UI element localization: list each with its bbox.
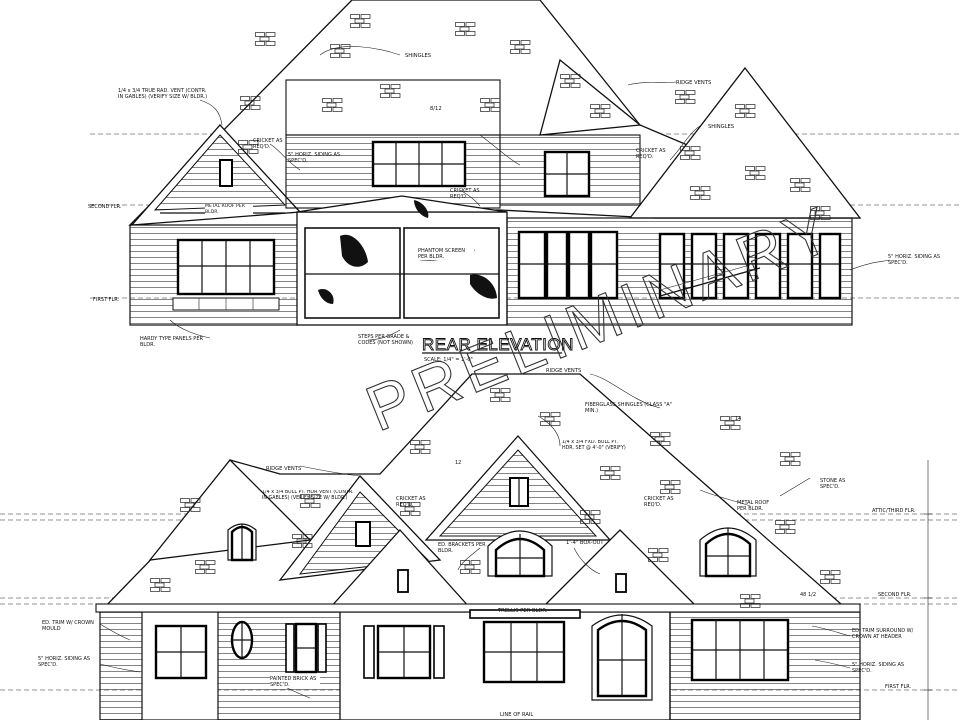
rear-note-gable-vent: 1/4 x 3/4 TRUE RAD. VENT (CONTR. IN GABL…: [118, 88, 208, 100]
front-note-fiberglass: FIBERGLASS SHINGLES (CLASS "A" MIN.): [585, 402, 672, 414]
front-dormer-right: [699, 527, 757, 578]
front-lantern: [397, 569, 409, 593]
rear-note-siding-left: 5" HORIZ. SIDING AS SPEC'D.: [288, 152, 341, 164]
front-note-cricket-right: CRICKET AS REQ'D.: [644, 496, 674, 508]
front-note-gable-vent-left: 1/4 x 3/4 BULL PT. HDR VENT (CONTR. IN G…: [262, 490, 354, 501]
front-note-trim-left-box: ED. TRIM W/ CROWN MOULD: [42, 620, 94, 632]
front-note-fiberglass-box: FIBERGLASS SHINGLES (CLASS "A" MIN.): [585, 402, 672, 414]
rear-right-window-bank: [517, 230, 842, 300]
front-note-siding-right-box: 5" HORIZ. SIDING AS SPEC'D.: [852, 662, 905, 674]
front-door-lantern: [615, 573, 627, 593]
rear-note-cricket-center: CRICKET AS REQ'D.: [450, 188, 480, 200]
front-elevation: ATTIC/THIRD FLR. SECOND FLR. FIRST FLR. …: [0, 368, 960, 720]
front-note-siding-left-box: 5" HORIZ. SIDING AS SPEC'D.: [38, 656, 91, 668]
front-slope-b: 14: [735, 416, 741, 422]
front-note-gable-vent-left-box: 1/4 x 3/4 BULL PT. HDR VENT (CONTR. IN G…: [262, 490, 354, 501]
rear-note-siding-right: 5" HORIZ. SIDING AS SPEC'D.: [888, 254, 941, 266]
front-note-stone-box: STONE AS SPEC'D.: [820, 478, 846, 490]
front-right-window: [690, 618, 790, 682]
front-note-painted-brick-box: PAINTED BRICK AS SPEC'D.: [270, 676, 320, 688]
rear-second-floor-label: SECOND FLR.: [88, 204, 122, 210]
rear-note-siding-right-box: 5" HORIZ. SIDING AS SPEC'D.: [888, 254, 941, 266]
rear-dormer-window: [543, 150, 591, 198]
front-note-gable-vent-center: 1/4 x 3/4 FXD. BULL PT. HDR. SET @ 4'-0"…: [562, 440, 626, 451]
front-note-cricket-left: CRICKET AS REQ'D.: [396, 496, 426, 508]
rear-first-floor-label: FIRST FLR.: [93, 297, 120, 303]
front-note-ridge-vents-top: RIDGE VENTS: [546, 368, 581, 374]
rear-note-shingles: SHINGLES: [405, 53, 431, 59]
rear-elevation-title: REAR ELEVATION: [422, 335, 574, 354]
front-second-floor-label: SECOND FLR.: [878, 592, 912, 598]
front-note-trim-left: ED. TRIM W/ CROWN MOULD: [42, 620, 94, 632]
rear-screen-shadow: [340, 234, 368, 267]
rear-note-panels: HARDY TYPE PANELS PER BLDR.: [140, 336, 203, 348]
rear-left-window-bank: [172, 238, 280, 311]
front-note-trim-right-box: ED. TRIM SURROUND W/ CROWN AT HEADER: [852, 628, 914, 640]
front-note-cricket-right-box: CRICKET AS REQ'D.: [644, 496, 674, 508]
rear-note-steps: STEPS PER GRADE & CODES (NOT SHOWN): [358, 334, 413, 346]
front-note-painted-brick: PAINTED BRICK AS SPEC'D.: [270, 676, 320, 688]
rear-note-shingles-right: SHINGLES: [708, 124, 734, 130]
rear-gable-window: [219, 159, 233, 187]
front-note-gable-vent-center-box: 1/4 x 3/4 FXD. BULL PT. HDR. SET @ 4'-0"…: [562, 440, 626, 451]
rear-screen-shadow: [318, 288, 334, 304]
rear-screen-shadow: [414, 200, 429, 218]
front-note-trellis: TRELLIS PER BLDR.: [497, 608, 548, 614]
rear-screen-panel-right: [403, 227, 500, 319]
front-note-metal-roof: METAL ROOF PER BLDR.: [737, 500, 770, 512]
front-note-cricket-left-box: CRICKET AS REQ'D.: [396, 496, 426, 508]
rear-elevation: SECOND FLR. FIRST FLR. SHINGLES RIDGE VE…: [88, 0, 960, 363]
front-oval-window: [230, 620, 254, 660]
rear-note-slope: 8/12: [430, 106, 442, 112]
front-dormer-center: [487, 530, 553, 578]
front-note-line-of-rail: LINE OF RAIL: [500, 712, 533, 718]
rear-stair-rail: [659, 267, 761, 297]
front-left-porch-window: [154, 624, 208, 680]
front-shuttered-window-center: [363, 624, 445, 680]
front-note-trim-right: ED. TRIM SURROUND W/ CROWN AT HEADER: [852, 628, 914, 640]
front-note-siding-right: 5" HORIZ. SIDING AS SPEC'D.: [852, 662, 905, 674]
front-note-siding-left: 5" HORIZ. SIDING AS SPEC'D.: [38, 656, 91, 668]
rear-note-ridge-vents: RIDGE VENTS: [676, 80, 711, 86]
front-entry-door: [591, 614, 653, 701]
rear-note-cricket-right: CRICKET AS REQ'D.: [636, 148, 666, 160]
rear-note-cricket-left-box: CRICKET AS REQ'D.: [253, 138, 283, 150]
rear-note-metal-roof: METAL ROOF PER BLDR.: [205, 204, 253, 215]
front-note-brackets-box: ED. BRACKETS PER BLDR.: [438, 542, 486, 554]
rear-note-gable-vent-box: 1/4 x 3/4 TRUE RAD. VENT (CONTR. IN GABL…: [118, 88, 208, 100]
front-note-ridge-vents-left: RIDGE VENTS: [266, 466, 301, 472]
rear-note-panels-box: HARDY TYPE PANELS PER BLDR.: [140, 336, 203, 348]
front-note-stone: STONE AS SPEC'D.: [820, 478, 846, 490]
front-shuttered-window-left: [285, 622, 327, 674]
front-first-floor-label: FIRST FLR.: [885, 684, 912, 690]
front-slope-a: 12: [455, 460, 461, 466]
front-trellis-window: [469, 609, 581, 684]
rear-note-siding-left-box: 5" HORIZ. SIDING AS SPEC'D.: [288, 152, 341, 164]
front-note-eyebrow: 1'-4" BOX-OUT: [566, 540, 604, 546]
rear-upper-window-group: [371, 140, 467, 188]
front-dimension-label: 48 1/2: [800, 592, 816, 598]
front-left-gable-window: [355, 521, 371, 547]
front-note-brackets: ED. BRACKETS PER BLDR.: [438, 542, 486, 554]
front-dormer-left: [227, 523, 257, 562]
front-attic-floor-label: ATTIC/THIRD FLR.: [872, 508, 916, 514]
rear-porch-gable: [296, 195, 508, 213]
rear-note-cricket-center-box: CRICKET AS REQ'D.: [450, 188, 480, 200]
rear-note-screen-box: PHANTOM SCREEN PER BLDR.: [418, 248, 474, 260]
rear-note-metal-roof-box: METAL ROOF PER BLDR.: [205, 204, 253, 215]
rear-elevation-scale: SCALE: 1/4" = 1'-0": [424, 357, 473, 363]
rear-note-steps-box: STEPS PER GRADE & CODES (NOT SHOWN): [358, 334, 413, 346]
rear-screen-shadow: [470, 274, 497, 299]
front-note-metal-roof-box: METAL ROOF PER BLDR.: [737, 500, 770, 512]
rear-note-cricket-right-box: CRICKET AS REQ'D.: [636, 148, 666, 160]
rear-note-screen: PHANTOM SCREEN PER BLDR.: [418, 248, 474, 260]
rear-note-cricket-left: CRICKET AS REQ'D.: [253, 138, 283, 150]
